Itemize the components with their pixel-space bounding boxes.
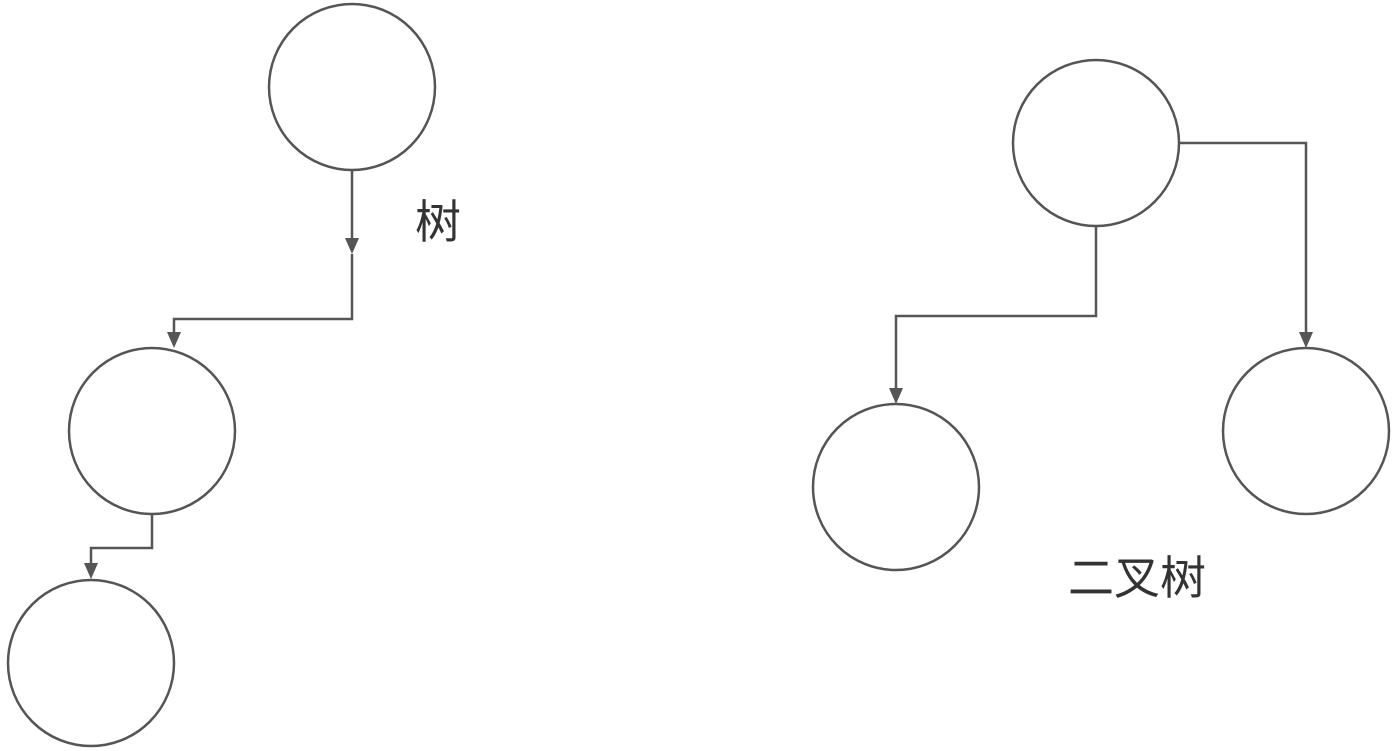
tree-node-child	[67, 346, 237, 516]
binary-tree-edge-left	[894, 226, 1098, 388]
tree-node-root	[267, 2, 437, 172]
binary-tree-arrowhead-right	[1299, 332, 1313, 348]
binary-tree-edge-right	[1179, 141, 1308, 332]
binary-tree-node-left	[811, 402, 981, 572]
tree-diagram: 树	[6, 2, 461, 748]
binary-tree-arrowhead-left	[889, 388, 903, 404]
tree-edge-child-grandchild	[89, 514, 154, 563]
binary-tree-label: 二叉树	[1068, 551, 1206, 605]
binary-tree-node-right	[1221, 346, 1391, 516]
binary-tree-node-root	[1011, 58, 1181, 228]
tree-node-grandchild	[6, 578, 176, 748]
tree-label: 树	[415, 195, 461, 249]
binary-tree-diagram: 二叉树	[811, 58, 1391, 605]
tree-arrowhead-child	[167, 332, 181, 348]
tree-arrowhead-grandchild	[84, 563, 98, 579]
tree-edge-root-child	[172, 254, 354, 332]
tree-arrowhead-mid	[345, 238, 359, 254]
